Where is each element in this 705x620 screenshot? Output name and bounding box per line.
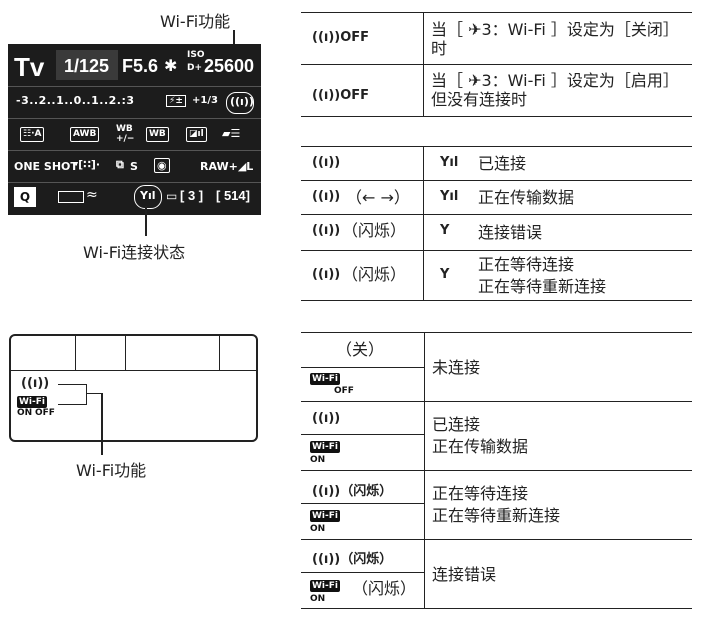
wifi-box-icon: Wi-Fi [17, 396, 47, 408]
drive-mode-icon: ⧉ [116, 158, 124, 171]
wifi-box-icon: Wi-Fi [310, 441, 340, 453]
status-text: 正在传输数据 [478, 188, 575, 207]
status-text: 正在等待连接 [478, 255, 575, 274]
wifi-box-icon: Wi-Fi [310, 373, 340, 385]
wb-shift-icon: WB+/− [116, 124, 135, 144]
shutter-speed: 1/125 [64, 56, 110, 76]
shutter-highlight [56, 50, 118, 80]
wb-bracket-icon: WB [146, 127, 169, 142]
status-text: 连接错误 [432, 565, 497, 584]
picture-style-icon: ☷·A [20, 127, 45, 142]
status-text: 正在等待重新连接 [478, 277, 607, 296]
iso-label: ISO [187, 50, 205, 60]
metering-mode-icon: ◉ [154, 158, 170, 173]
callout-line [101, 393, 103, 455]
flash-comp-icon: ⚡± [166, 95, 186, 107]
wifi-icon: ((ı)) [312, 155, 341, 170]
off-label: （关） [336, 340, 385, 359]
remaining-shots: [ 514] [216, 188, 250, 203]
camera-lcd-screen: Tv 1/125 F5.6 ✱ ISO D+ 25600 -3..2..1..0… [8, 44, 261, 215]
wifi-icon: ((ı))（闪烁） [312, 484, 393, 499]
card-icon: ▭ [166, 189, 178, 203]
flash-comp-value: +1/3 [192, 95, 218, 106]
callout-wifi-status: Wi-Fi连接状态 [83, 243, 186, 262]
af-point-icon: ·[∷]· [74, 158, 101, 171]
wifi-icon: ((ı))（闪烁） [312, 552, 393, 567]
status-text: 未连接 [432, 358, 481, 377]
lcd-panel: ((ı)) Wi-Fi ON OFF [9, 334, 258, 442]
callout-wifi-function-top: Wi-Fi功能 [160, 12, 231, 31]
wifi-status-indicator [134, 185, 162, 209]
table-cell-text: 当［ ✈3：Wi-Fi ］设定为［启用］但没有连接时 [431, 71, 679, 109]
wifi-off-label: OFF [334, 386, 354, 396]
status-extra: （闪烁） [342, 221, 407, 240]
wifi-on-label: ON [310, 455, 326, 465]
wifi-on-label: ON [310, 594, 326, 604]
status-extra: （闪烁） [342, 265, 407, 284]
iso-value: 25600 [204, 56, 255, 76]
status-text: 连接错误 [478, 223, 543, 242]
wifi-icon: ((ı)) [312, 411, 341, 426]
wifi-on-label: ON [310, 524, 326, 534]
wifi-icon: ((ı)) [312, 189, 341, 204]
drive-mode: S [130, 160, 138, 173]
status-text: 正在传输数据 [432, 437, 529, 456]
antenna-icon: Y [440, 223, 450, 238]
battery-icon [58, 191, 84, 203]
signal-strength-icon: Yıl [140, 189, 156, 202]
metering-icon: ▰☰ [222, 127, 241, 140]
status-text: 正在等待重新连接 [432, 506, 561, 525]
wifi-off-label: OFF [35, 408, 55, 418]
wifi-box-icon: Wi-Fi [310, 510, 340, 522]
image-quality: RAW+◢L [200, 160, 254, 173]
wifi-function-indicator [226, 92, 254, 114]
wifi-icon: ((ı)) [230, 95, 254, 108]
iso-dplus: D+ [187, 63, 203, 73]
shooting-mode: Tv [14, 52, 45, 82]
status-extra: （← →） [346, 188, 410, 207]
awb-icon: AWB [70, 127, 100, 142]
signal-strength-icon: Yıl [440, 189, 459, 204]
exposure-scale: -3..2..1..0..1..2.:3 [16, 94, 135, 107]
antenna-icon: Y [440, 267, 450, 282]
eye-fi-icon: ≈ [86, 187, 98, 203]
wifi-box-icon: Wi-Fi [310, 580, 340, 592]
wifi-on-label: ON [17, 408, 33, 418]
status-text: 正在等待连接 [432, 484, 529, 503]
status-extra: （闪烁） [352, 579, 417, 598]
wifi-error-icon: ((ı)) [312, 223, 341, 238]
bracket-shots: [ 3 ] [180, 188, 204, 203]
wifi-icon: ((ı)) [312, 267, 341, 282]
status-text: 已连接 [478, 154, 527, 173]
table-cell-text: 当［ ✈3：Wi-Fi ］设定为［关闭］时 [431, 20, 679, 58]
status-text: 已连接 [432, 415, 481, 434]
aperture: F5.6 [122, 56, 159, 76]
callout-wifi-function-bottom: Wi-Fi功能 [76, 461, 147, 480]
wifi-off-icon: ((ı))OFF [312, 88, 370, 103]
signal-strength-icon: Yıl [440, 155, 459, 170]
quick-control-button[interactable]: Q [14, 187, 36, 207]
af-mode: ONE SHOT [14, 160, 78, 173]
wifi-off-icon: ((ı))OFF [312, 30, 370, 45]
wifi-icon: ((ı)) [21, 376, 50, 391]
callout-line [145, 206, 147, 236]
auto-lighting-icon: ◪ıl [186, 127, 207, 142]
ae-lock-icon: ✱ [164, 56, 178, 75]
